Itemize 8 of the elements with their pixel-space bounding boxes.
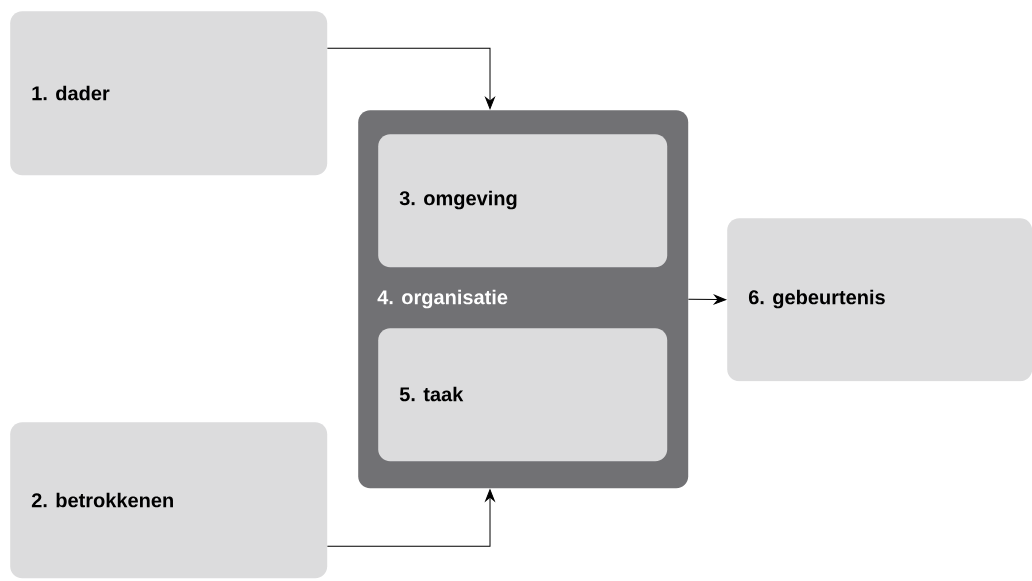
process-box: 6. gebeurtenis — [727, 218, 1032, 382]
arrow — [326, 47, 495, 110]
process-box: 5. taak — [378, 328, 668, 462]
arrow — [687, 294, 727, 305]
process-box: 2. betrokkenen — [10, 422, 328, 579]
process-box: 1. dader — [10, 11, 328, 176]
process-box: 3. omgeving — [378, 134, 668, 268]
arrow — [326, 489, 495, 547]
